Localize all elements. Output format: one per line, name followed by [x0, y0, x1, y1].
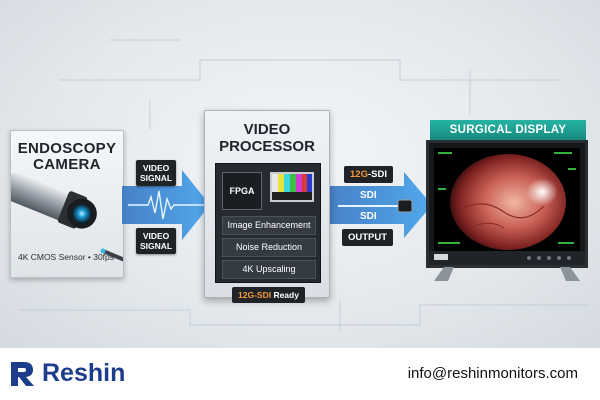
feature-noise-reduction: Noise Reduction — [222, 238, 316, 257]
monitor-stand — [434, 267, 580, 281]
video-signal-bottom-line1: VIDEO — [142, 231, 170, 241]
output-connector — [397, 199, 413, 213]
video-signal-tag-bottom: VIDEO SIGNAL — [136, 228, 177, 254]
signal-flow-arrows — [122, 170, 432, 240]
monitor-brand-badge — [434, 254, 448, 260]
brand-name: Reshin — [42, 359, 126, 387]
fpga-chip-icon: FPGA — [222, 172, 262, 210]
feature-image-enhancement: Image Enhancement — [222, 216, 316, 235]
monitor-bezel — [429, 251, 585, 265]
sdi-ready-badge: 12G-SDI Ready — [232, 287, 305, 303]
processor-module: FPGA Image Enhancement Noise Reduction 4… — [215, 163, 321, 283]
camera-title-line2: CAMERA — [33, 156, 101, 173]
feature-4k-upscaling: 4K Upscaling — [222, 260, 316, 279]
video-processor-panel: VIDEO PROCESSOR FPGA Image Enhanceme — [204, 110, 330, 298]
reshin-logo-icon — [11, 362, 34, 386]
input-waveform — [128, 190, 205, 220]
endoscopic-view — [434, 148, 580, 252]
12g-suffix: -SDI — [367, 169, 387, 180]
output-label: OUTPUT — [342, 229, 394, 246]
footer-bar: Reshin info@reshinmonitors.com — [0, 348, 600, 400]
12g-prefix: 12G — [350, 169, 368, 180]
camera-spec: 4K CMOS Sensor • 30fps — [17, 252, 115, 262]
12g-sdi-label: 12G-SDI — [344, 166, 393, 183]
sdi-ready-suffix: Ready — [271, 290, 299, 300]
monitor-buttons — [527, 256, 571, 260]
video-signal-tag-top: VIDEO SIGNAL — [136, 160, 177, 186]
diagram-canvas: ENDOSCOPY CAMERA 4K CMOS Sensor • 30fp — [0, 0, 600, 348]
processor-title-line1: VIDEO — [243, 121, 291, 138]
video-signal-top-line1: VIDEO — [142, 163, 170, 173]
contact-email[interactable]: info@reshinmonitors.com — [407, 365, 578, 382]
surgical-display-title: SURGICAL DISPLAY — [430, 120, 586, 140]
camera-title-line1: ENDOSCOPY — [17, 140, 117, 157]
fpga-label: FPGA — [229, 186, 255, 196]
endoscope-camera-icon — [11, 173, 123, 262]
video-signal-bottom-line2: SIGNAL — [140, 241, 173, 251]
video-signal-top-line2: SIGNAL — [140, 173, 173, 183]
endoscopic-image — [434, 148, 580, 252]
surgical-display-monitor — [426, 140, 588, 268]
camera-title: ENDOSCOPY CAMERA — [11, 141, 123, 173]
camera-panel: ENDOSCOPY CAMERA — [10, 130, 124, 278]
sdi-ready-prefix: 12G-SDI — [238, 290, 272, 300]
sdi-label-2: SDI — [360, 211, 377, 222]
circuit-background — [20, 39, 590, 330]
sdi-label-1: SDI — [360, 190, 377, 201]
processor-title-line2: PROCESSOR — [219, 138, 315, 155]
test-pattern-monitor-icon — [270, 172, 314, 202]
processor-title: VIDEO PROCESSOR — [205, 121, 329, 155]
color-bars — [272, 174, 312, 200]
